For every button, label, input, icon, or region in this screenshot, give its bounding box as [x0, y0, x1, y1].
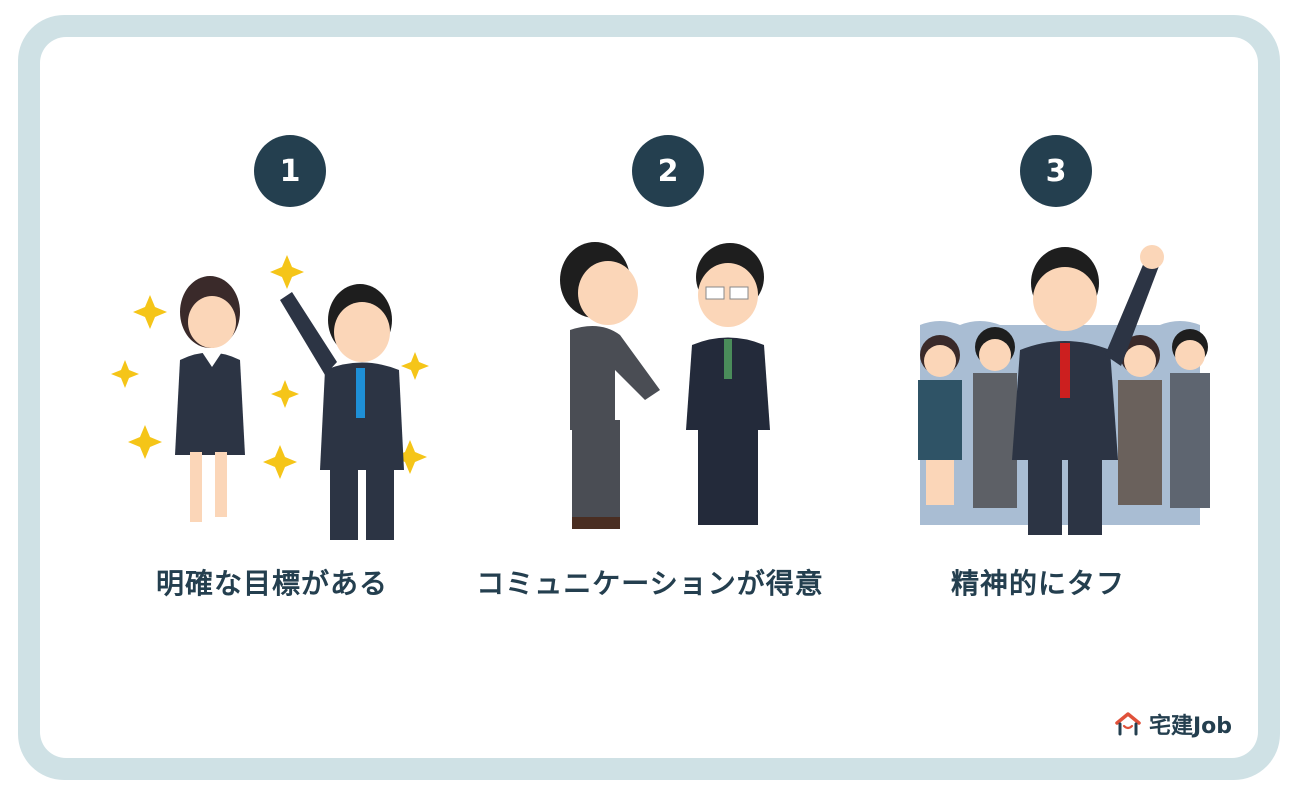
badge-number: 1	[279, 153, 301, 189]
caption-3: 精神的にタフ	[950, 567, 1126, 600]
illustration-talking-businessmen	[560, 242, 770, 529]
number-badge-2: 2	[632, 135, 704, 207]
house-smile-icon	[1115, 712, 1141, 736]
outer-frame: 1	[18, 15, 1280, 780]
badge-number: 3	[1045, 153, 1067, 189]
brand-logo: 宅建Job	[1115, 708, 1232, 740]
badge-number: 2	[657, 153, 679, 189]
logo-text: 宅建Job	[1149, 714, 1233, 739]
illustration-leader-and-team	[918, 245, 1210, 535]
illustration-confident-people	[111, 255, 429, 540]
caption-1: 明確な目標がある	[155, 567, 389, 600]
number-badge-3: 3	[1020, 135, 1092, 207]
caption-2: コミュニケーションが得意	[476, 567, 824, 600]
sparkle-icon	[111, 255, 429, 479]
number-badge-1: 1	[254, 135, 326, 207]
content-card: 1	[40, 37, 1258, 758]
